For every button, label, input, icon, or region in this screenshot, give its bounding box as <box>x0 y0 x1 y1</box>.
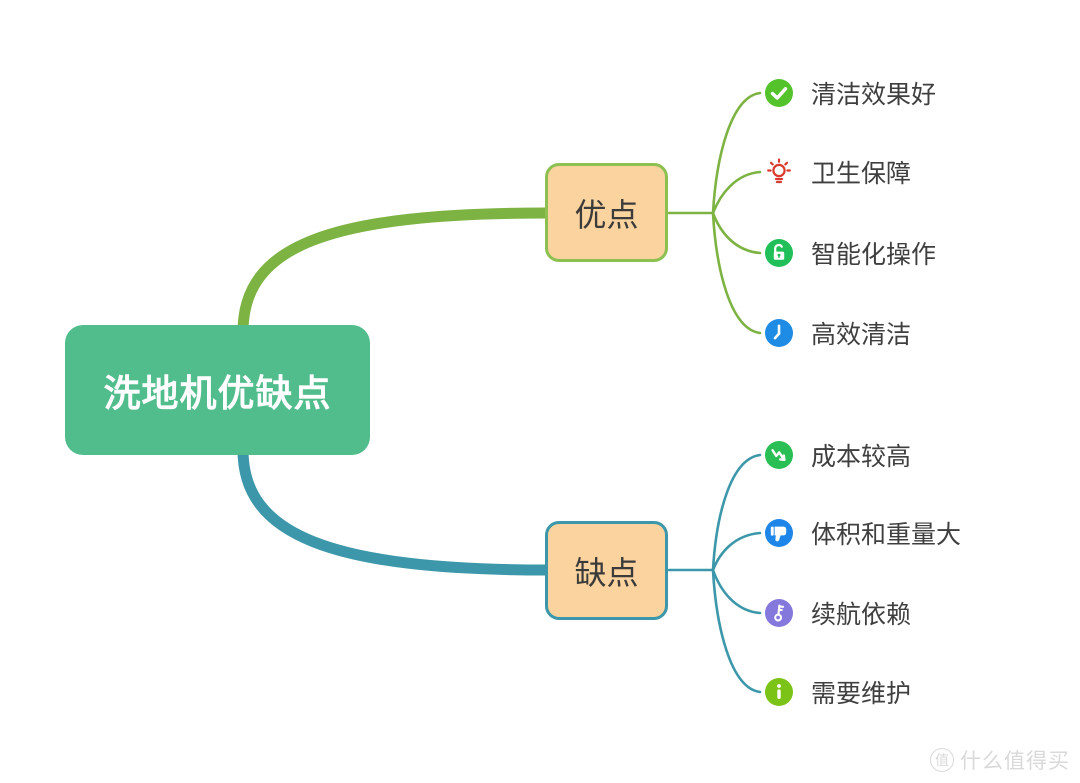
root-node[interactable]: 洗地机优缺点 <box>65 325 370 455</box>
link-cons-item-4 <box>711 568 762 694</box>
link-cons-item-1 <box>711 453 762 572</box>
leaf-label: 高效清洁 <box>811 321 912 349</box>
leaf-item[interactable]: 智能化操作 <box>764 232 936 274</box>
check-circle-icon <box>764 78 794 108</box>
leaf-item[interactable]: 体积和重量大 <box>764 512 961 554</box>
leaf-item[interactable]: 高效清洁 <box>764 312 911 354</box>
leaf-label: 体积和重量大 <box>811 521 962 549</box>
link-pros-item-1 <box>711 91 762 215</box>
link-pros-item-3 <box>711 211 762 255</box>
smzdm-watermark-text: 什么值得买 <box>960 750 1070 773</box>
leaf-item[interactable]: 需要维护 <box>764 671 911 713</box>
leaf-label: 成本较高 <box>811 443 912 471</box>
smzdm-watermark: 值 什么值得买 <box>930 745 1070 775</box>
leaf-label: 智能化操作 <box>811 241 937 269</box>
info-icon <box>764 677 794 707</box>
pros-node[interactable]: 优点 <box>545 163 668 262</box>
link-pros-item-2 <box>711 170 762 215</box>
leaf-label: 卫生保障 <box>811 160 912 188</box>
cons-node[interactable]: 缺点 <box>545 521 668 620</box>
link-pros-item-4 <box>711 211 762 335</box>
link-cons-item-2 <box>711 531 762 572</box>
lightbulb-icon <box>764 157 794 187</box>
leaf-item[interactable]: 清洁效果好 <box>764 72 936 114</box>
key-icon <box>764 598 794 628</box>
pros-node-label: 优点 <box>574 196 639 233</box>
thumbs-down-icon <box>764 518 794 548</box>
unlock-icon <box>764 238 794 268</box>
link-root-cons <box>237 444 554 576</box>
leaf-item[interactable]: 卫生保障 <box>764 151 911 193</box>
leaf-item[interactable]: 续航依赖 <box>764 592 911 634</box>
cons-node-label: 缺点 <box>574 554 639 591</box>
trend-down-icon <box>764 440 794 470</box>
smzdm-badge-icon: 值 <box>930 748 954 772</box>
root-node-label: 洗地机优缺点 <box>103 373 332 414</box>
leaf-label: 需要维护 <box>811 680 912 708</box>
leaf-label: 续航依赖 <box>811 601 912 629</box>
leaf-label: 清洁效果好 <box>811 81 937 109</box>
clock-icon <box>764 318 794 348</box>
leaf-item[interactable]: 成本较高 <box>764 434 911 476</box>
link-root-pros <box>237 207 554 338</box>
link-cons-item-3 <box>711 568 762 615</box>
